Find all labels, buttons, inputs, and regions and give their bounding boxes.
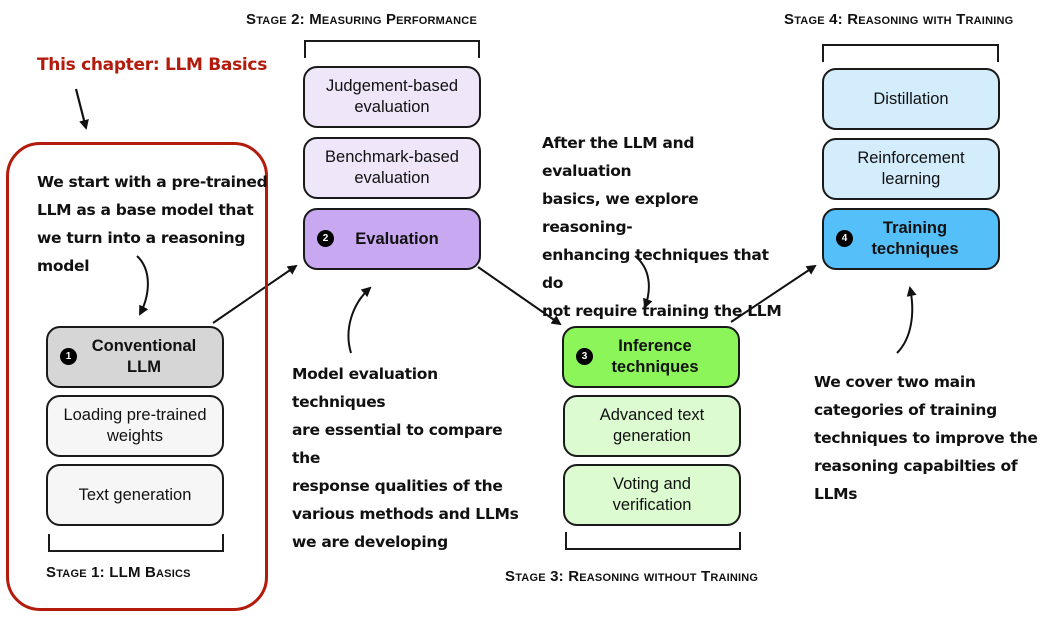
box-label: Loading pre-trained xyxy=(63,406,207,424)
stage3-sub-box-advanced-text[interactable]: Advanced text generation xyxy=(563,395,741,457)
box-label: Training xyxy=(882,219,948,237)
box-label: Reinforcement xyxy=(857,149,965,167)
box-label: Text generation xyxy=(78,485,192,504)
stage3-title: Stage 3: Reasoning without Training xyxy=(505,568,759,585)
note2-curved-arrow xyxy=(347,286,372,354)
note3-curved-arrow xyxy=(634,255,653,309)
box-label: Conventional xyxy=(91,337,197,355)
note-line: Model evaluation techniques xyxy=(292,365,438,411)
flow-arrow-3-to-4 xyxy=(730,264,817,323)
note-line: techniques to improve the xyxy=(814,429,1038,447)
stage2-note: Model evaluation techniques are essentia… xyxy=(292,360,532,556)
stage4-sub-box-reinforcement[interactable]: Reinforcement learning xyxy=(822,138,1000,200)
stage2-sub-box-benchmark[interactable]: Benchmark-based evaluation xyxy=(303,137,481,199)
stage1-sub-box-loading-weights[interactable]: Loading pre-trained weights xyxy=(46,395,224,457)
stage4-sub-box-distillation[interactable]: Distillation xyxy=(822,68,1000,130)
stage2-main-box[interactable]: 2 Evaluation xyxy=(303,208,481,270)
box-label: Inference xyxy=(618,337,692,355)
chapter-label: This chapter: LLM Basics xyxy=(37,55,268,75)
box-label: Benchmark-based xyxy=(325,148,459,166)
note-line: We start with a pre-trained xyxy=(37,173,268,191)
step-badge-2: 2 xyxy=(317,230,334,247)
box-label: Advanced text xyxy=(599,406,705,424)
box-label: Voting and xyxy=(613,475,691,493)
stage3-sub-box-voting[interactable]: Voting and verification xyxy=(563,464,741,526)
stage4-bracket xyxy=(822,44,999,62)
stage4-title: Stage 4: Reasoning with Training xyxy=(784,11,1014,28)
box-label: Distillation xyxy=(873,89,949,108)
stage2-bracket xyxy=(304,40,480,58)
note-line: categories of training xyxy=(814,401,997,419)
note-line: are essential to compare the xyxy=(292,421,503,467)
box-label: evaluation xyxy=(354,98,430,116)
stage3-main-box[interactable]: 3 Inference techniques xyxy=(562,326,740,388)
stage1-bracket xyxy=(48,534,224,552)
note-line: we are developing xyxy=(292,533,448,551)
step-badge-3: 3 xyxy=(576,348,593,365)
box-label: weights xyxy=(107,427,163,445)
stage3-note: After the LLM and evaluation basics, we … xyxy=(542,129,782,325)
box-label: generation xyxy=(613,427,691,445)
box-label: LLM xyxy=(127,358,161,376)
stage4-note: We cover two main categories of training… xyxy=(814,368,1039,508)
note-line: LLMs xyxy=(814,485,858,503)
note4-curved-arrow xyxy=(896,286,917,354)
stage1-title: Stage 1: LLM Basics xyxy=(46,564,191,581)
note-line: various methods and LLMs xyxy=(292,505,519,523)
note-line: reasoning capabilties of xyxy=(814,457,1018,475)
chapter-highlight-frame xyxy=(6,142,268,611)
box-label: Evaluation xyxy=(355,229,439,248)
step-badge-1: 1 xyxy=(60,348,77,365)
note-line: After the LLM and evaluation xyxy=(542,134,695,180)
box-label: Judgement-based xyxy=(325,77,459,95)
stage1-sub-box-text-generation[interactable]: Text generation xyxy=(46,464,224,526)
note-line: response qualities of the xyxy=(292,477,503,495)
step-badge-4: 4 xyxy=(836,230,853,247)
stage2-title: Stage 2: Measuring Performance xyxy=(246,11,477,28)
stage4-main-box[interactable]: 4 Training techniques xyxy=(822,208,1000,270)
flow-arrow-2-to-3 xyxy=(477,266,562,326)
box-label: learning xyxy=(881,170,941,188)
note-line: we turn into a reasoning xyxy=(37,229,246,247)
note-line: model xyxy=(37,257,90,275)
note-line: LLM as a base model that xyxy=(37,201,254,219)
note1-curved-arrow xyxy=(136,255,149,316)
stage1-note: We start with a pre-trained LLM as a bas… xyxy=(37,168,272,280)
box-label: techniques xyxy=(871,240,959,258)
note-line: not require training the LLM xyxy=(542,302,782,320)
stage3-bracket xyxy=(565,532,741,550)
note-line: We cover two main xyxy=(814,373,976,391)
flow-arrow-1-to-2 xyxy=(212,264,298,324)
note-line: enhancing techniques that do xyxy=(542,246,769,292)
note-line: basics, we explore reasoning- xyxy=(542,190,699,236)
stage2-sub-box-judgement[interactable]: Judgement-based evaluation xyxy=(303,66,481,128)
box-label: evaluation xyxy=(354,169,430,187)
stage1-main-box[interactable]: 1 Conventional LLM xyxy=(46,326,224,388)
box-label: verification xyxy=(612,496,692,514)
box-label: techniques xyxy=(611,358,699,376)
chapter-pointer-arrow xyxy=(74,88,89,130)
